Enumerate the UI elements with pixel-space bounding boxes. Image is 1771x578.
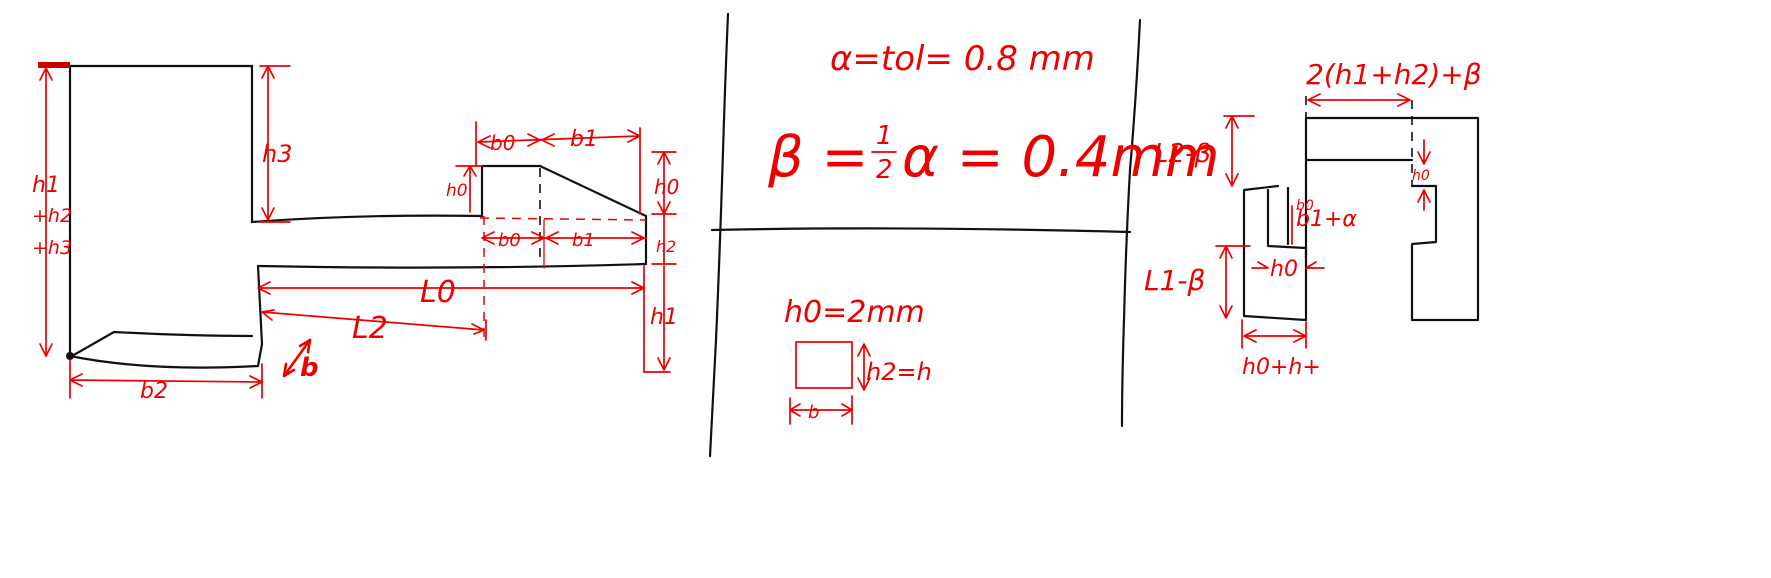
beta-equation-lhs: β = [767, 125, 868, 190]
label-h-total-1: h1 [32, 173, 60, 198]
label-h3: h3 [262, 140, 292, 168]
beta-equation-rhs: α = 0.4mm [902, 125, 1220, 190]
left-dimensions [39, 65, 677, 399]
box-b-label: b [808, 402, 819, 423]
label-b2: b2 [140, 379, 168, 404]
beta-fraction-numerator: 1 [876, 121, 893, 151]
label-h0-right: h0 [654, 175, 679, 199]
label-bottom: h0+h+ [1242, 355, 1321, 380]
label-h2: h2 [656, 237, 676, 256]
panel-dividers [708, 12, 1142, 458]
label-gap-h0: h0 [1412, 168, 1430, 184]
label-b: b [300, 353, 319, 383]
cross-section-box [795, 341, 853, 389]
left-part-outline [38, 62, 648, 369]
h0-equation: h0=2mm [784, 295, 925, 330]
label-h-total-3: +h3 [32, 237, 72, 259]
label-b1-top: b1 [570, 127, 598, 152]
label-b0-top: b0 [490, 131, 515, 155]
label-h1: h1 [650, 305, 678, 330]
right-labels: 2(h1+h2)+β L2-β L1-β h0 b0 b1+α h0 h0+h+ [1144, 58, 1482, 380]
label-h0-left: h0 [446, 181, 468, 201]
alpha-equation: α=tol= 0.8 mm [830, 39, 1095, 79]
label-top-width: 2(h1+h2)+β [1306, 58, 1482, 91]
box-h-label: h2=h [866, 358, 932, 386]
label-L2-beta: L2-β [1154, 139, 1211, 169]
right-part-outline [1242, 96, 1480, 322]
label-b0: b0 [1296, 198, 1314, 214]
label-b1-alpha: b1+α [1296, 207, 1357, 232]
left-labels: h1 +h2 +h3 h3 b0 b1 h0 h0 b0 b1 h2 L0 L2… [32, 127, 679, 404]
label-b1-mid: b1 [572, 230, 595, 251]
label-b0-mid: b0 [498, 230, 521, 251]
right-dimensions [1215, 93, 1431, 349]
beta-fraction-denominator: 2 [876, 155, 893, 185]
label-L0: L0 [420, 275, 456, 310]
label-L1-beta: L1-β [1144, 264, 1206, 297]
middle-panel: α=tol= 0.8 mm β = 1 2 α = 0.4mm h0=2mm h… [767, 39, 1220, 425]
label-L2: L2 [352, 311, 388, 346]
label-h0: h0 [1270, 257, 1298, 282]
label-h-total-2: +h2 [32, 205, 72, 227]
